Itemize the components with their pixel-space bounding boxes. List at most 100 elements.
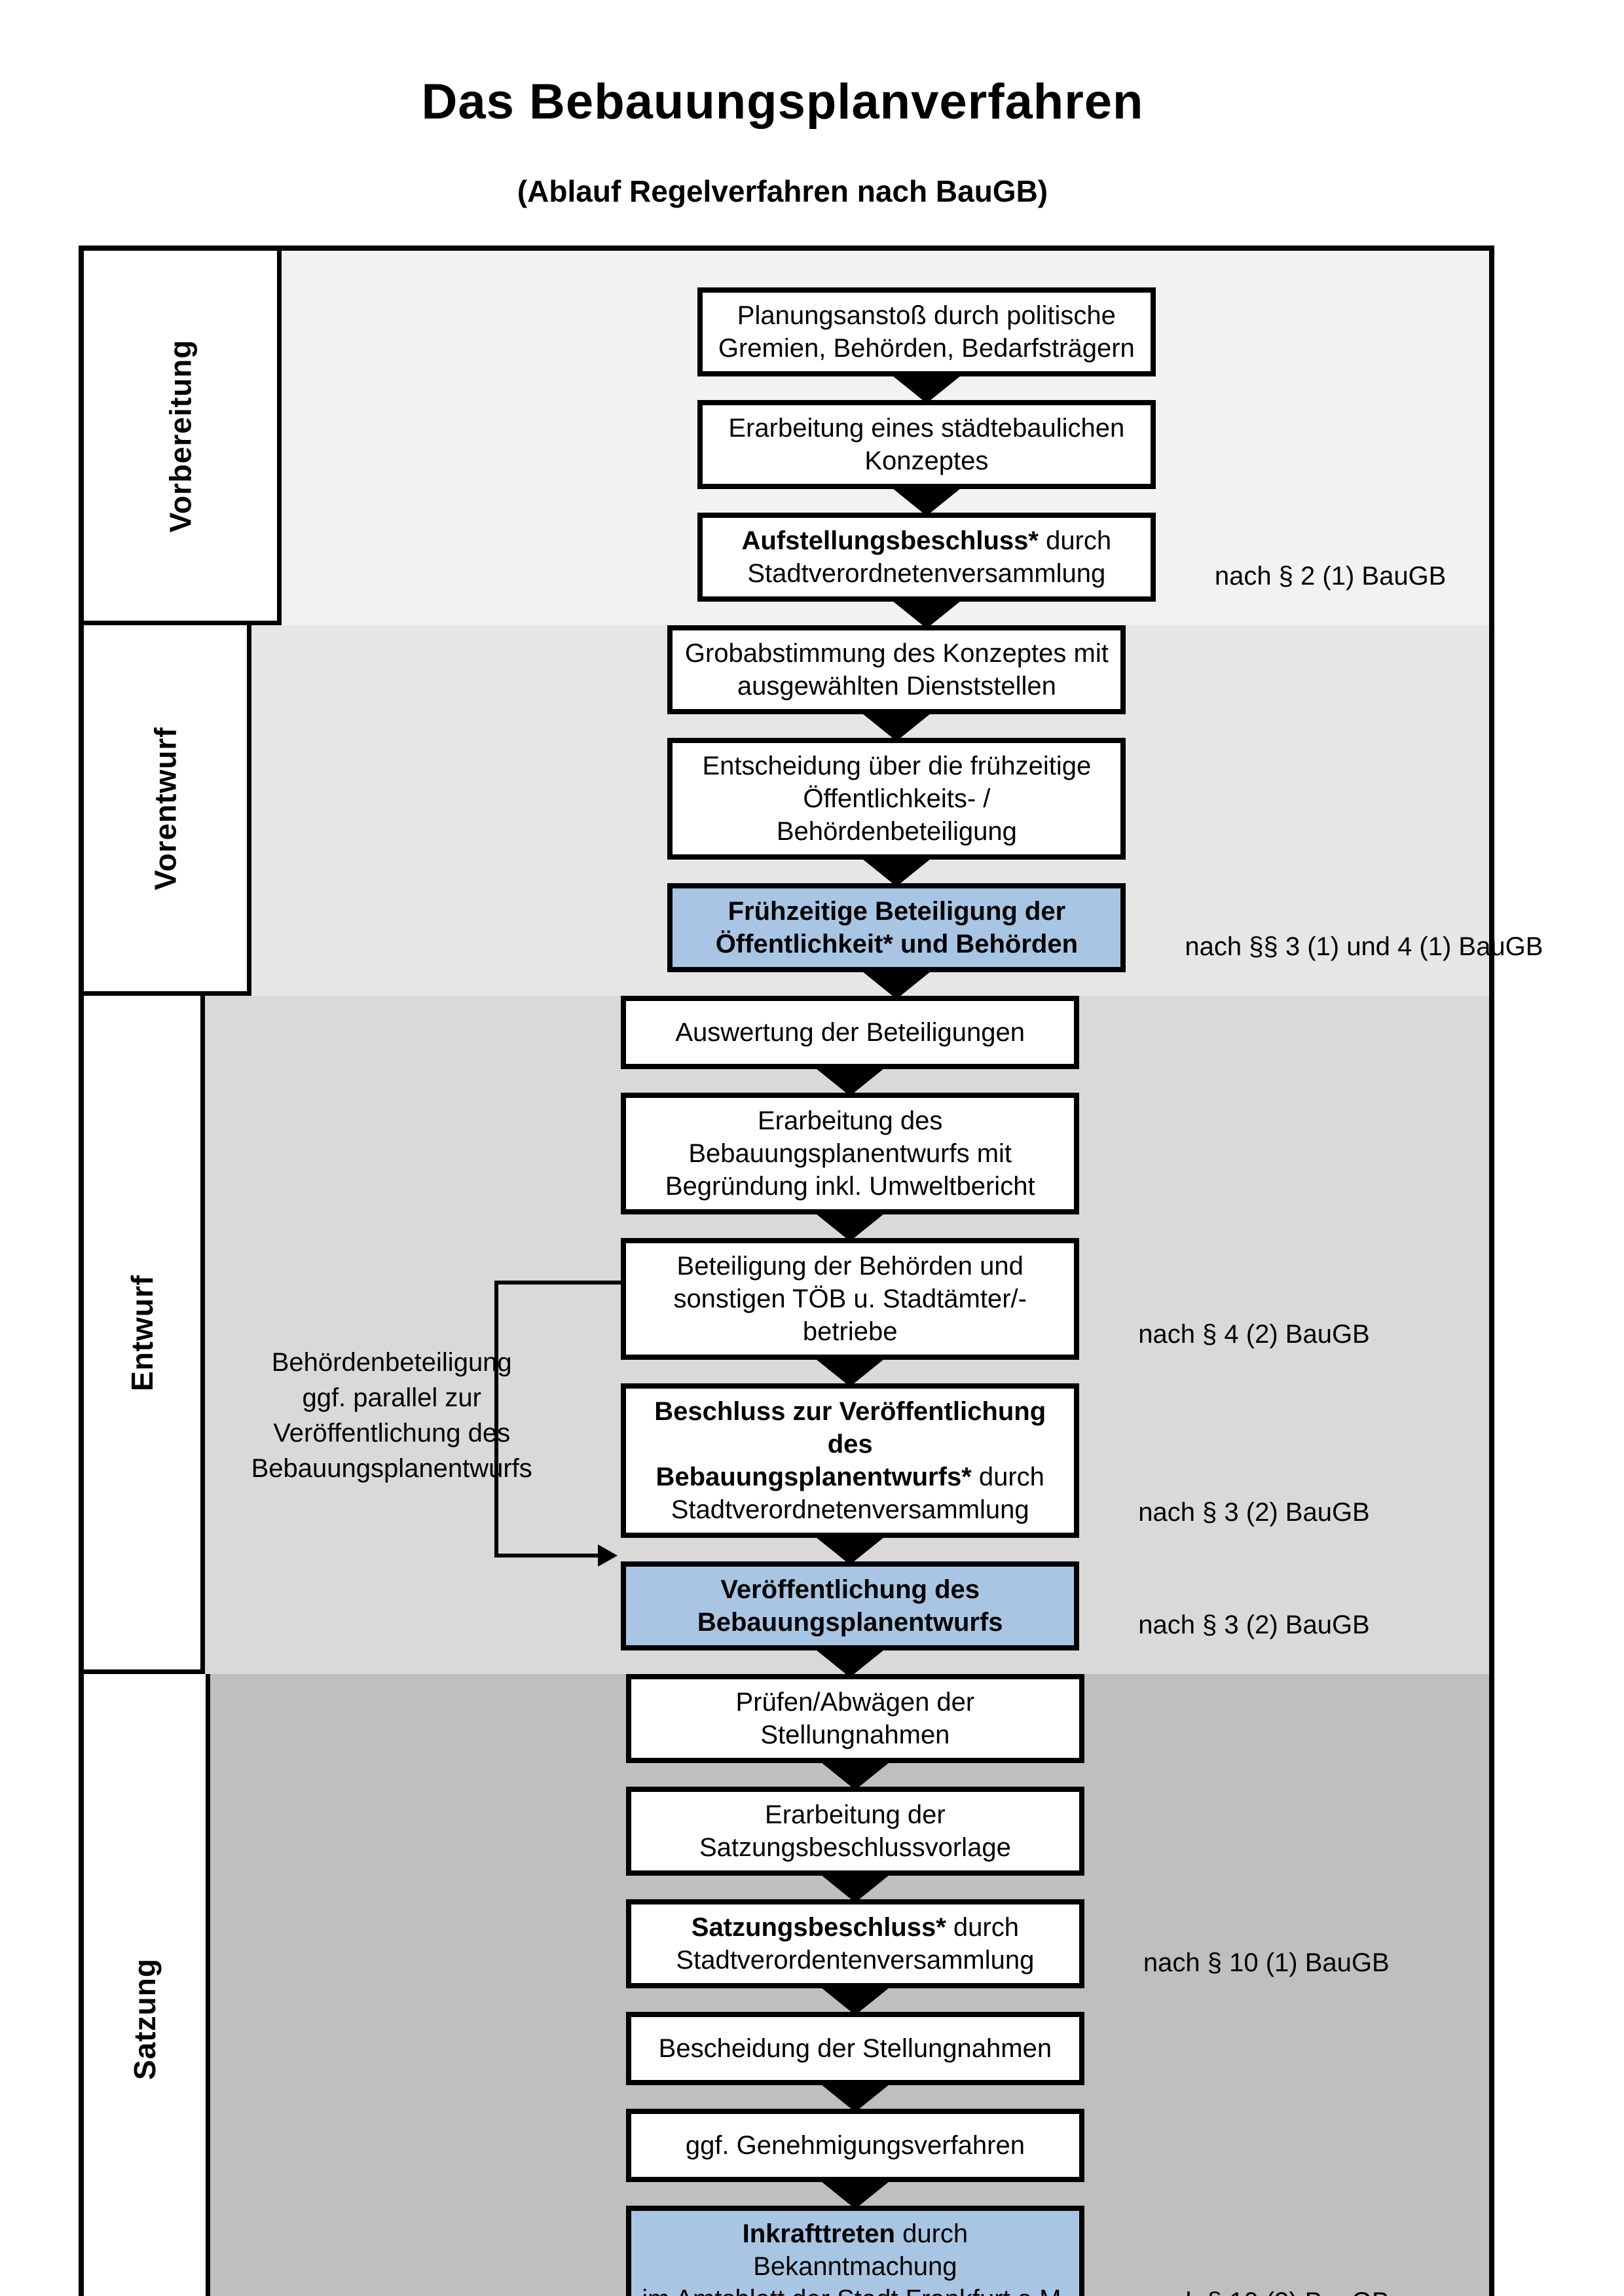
box-text: Beteiligung der Behörden und (676, 1252, 1024, 1281)
box-text-line: ggf. Genehmigungsverfahren (639, 2129, 1071, 2162)
phase-label-cell-vorbereitung: Vorbereitung (84, 251, 282, 625)
box-text: durch (946, 1913, 1019, 1942)
box-text-line: Bebauungsplanentwurfs* durch (634, 1461, 1066, 1493)
box-text-line: Satzungsbeschlussvorlage (639, 1831, 1071, 1864)
box-text: Erarbeitung der (765, 1800, 946, 1829)
phase-row-satzung: Satzung Prüfen/Abwägen der Stellungnahmen… (84, 1674, 1489, 2296)
box-text-bold: Frühzeitige Beteiligung der (728, 897, 1066, 926)
arrow-down-icon (889, 373, 964, 403)
page-title: Das Bebauungsplanverfahren (421, 74, 1144, 130)
box-text-line: Gremien, Behörden, Bedarfsträgern (710, 332, 1143, 365)
box-text-line: Stadtverordnetenversammlung (634, 1493, 1066, 1526)
box-text-bold: Inkrafttreten (742, 2219, 895, 2248)
box-text-line: sonstigen TÖB u. Stadtämter/-betriebe (634, 1283, 1066, 1348)
arrow-down-icon (813, 1647, 888, 1677)
box-text: Gremien, Behörden, Bedarfsträgern (718, 334, 1135, 363)
phase-row-vorentwurf: Vorentwurf Grobabstimmung des Konzeptes m… (84, 625, 1543, 999)
phase-row-vorbereitung: Vorbereitung Planungsanstoß durch politis… (84, 251, 1489, 629)
flow-step-bescheidung-stellungnahmen: Bescheidung der Stellungnahmen (625, 2012, 1084, 2085)
box-text-line: Begründung inkl. Umweltbericht (634, 1170, 1066, 1203)
phase-label-cell-satzung: Satzung (84, 1674, 210, 2296)
box-text-line: Frühzeitige Beteiligung der (680, 895, 1113, 928)
arrow-down-icon (817, 2082, 893, 2112)
box-text-line: Aufstellungsbeschluss* durch (710, 524, 1143, 557)
arrow-down-icon (817, 1872, 893, 1903)
box-text: durch Bekanntmachung (753, 2219, 969, 2281)
box-text-bold: Veröffentlichung des (720, 1575, 980, 1604)
arrow-down-icon (813, 1066, 888, 1096)
connector-line-top (494, 1281, 621, 1285)
arrow-down-icon (813, 1211, 888, 1241)
connector-arrowhead-icon (598, 1544, 618, 1567)
side-note-line: Bebauungsplanentwurfs (251, 1454, 532, 1483)
box-text-line: Satzungsbeschluss* durch (639, 1911, 1071, 1944)
connector-line-vertical (494, 1281, 499, 1558)
arrow-down-icon (889, 486, 964, 516)
side-note-line: Veröffentlichung des (273, 1419, 511, 1448)
flow-step-wrapper: ggf. Genehmigungsverfahren (625, 2109, 1084, 2182)
box-text: Bescheidung der Stellungnahmen (658, 2034, 1052, 2063)
flow-step-wrapper: Bescheidung der Stellungnahmen (625, 2012, 1084, 2085)
flow-step-inkrafttreten: Inkrafttreten durch Bekanntmachungim Amt… (625, 2206, 1084, 2296)
box-text: Öffentlichkeits- / Behördenbeteiligung (776, 784, 1017, 846)
box-text: Planungsanstoß durch politische (737, 301, 1116, 330)
box-text: Konzeptes (864, 446, 989, 475)
box-text-bold: Satzungsbeschluss* (691, 1913, 946, 1942)
arrow-down-icon (813, 1535, 888, 1565)
box-text-line: Grobabstimmung des Konzeptes mit (680, 637, 1113, 670)
arrow-down-icon (813, 1357, 888, 1387)
legal-reference: nach § 3 (2) BauGB (1138, 1498, 1370, 1527)
arrow-down-icon (817, 1760, 893, 1790)
box-text: Erarbeitung des (758, 1106, 943, 1135)
flow-step-genehmigungsverfahren: ggf. Genehmigungsverfahren (625, 2109, 1084, 2182)
phase-label-entwurf: Entwurf (125, 1274, 160, 1391)
box-text-line: Öffentlichkeits- / Behördenbeteiligung (680, 782, 1113, 848)
arrow-down-icon (859, 856, 934, 886)
phase-label-cell-entwurf: Entwurf (84, 996, 206, 1674)
box-text-bold: Aufstellungsbeschluss* (741, 526, 1039, 555)
box-text-line: Stadtverordnetenversammlung (710, 557, 1143, 590)
box-text-bold: Bebauungsplanentwurfs (697, 1608, 1003, 1637)
box-text: ausgewählten Dienststellen (737, 672, 1056, 701)
box-text-line: Konzeptes (710, 445, 1143, 477)
box-text-line: Erarbeitung des (634, 1104, 1066, 1137)
box-text-line: Erarbeitung der (639, 1798, 1071, 1831)
box-text: Stadtverordentenversammlung (676, 1946, 1035, 1975)
box-text-line: Entscheidung über die frühzeitige (680, 750, 1113, 782)
box-text-line: Inkrafttreten durch Bekanntmachung (639, 2217, 1071, 2283)
box-text-line: ausgewählten Dienststellen (680, 670, 1113, 702)
box-text-line: Öffentlichkeit* und Behörden (680, 928, 1113, 960)
box-text-line: Bebauungsplanentwurfs mit (634, 1137, 1066, 1170)
page-subtitle: (Ablauf Regelverfahren nach BauGB) (517, 174, 1048, 208)
box-text-line: Beschluss zur Veröffentlichung des (634, 1395, 1066, 1461)
phase-label-vorbereitung: Vorbereitung (163, 339, 198, 532)
phase-rows: Vorbereitung Planungsanstoß durch politis… (84, 251, 1543, 2296)
legal-reference: nach § 3 (2) BauGB (1138, 1611, 1370, 1639)
box-text: Erarbeitung eines städtebaulichen (728, 414, 1125, 443)
arrow-down-icon (859, 969, 934, 999)
phase-label-satzung: Satzung (127, 1958, 162, 2080)
box-text: sonstigen TÖB u. Stadtämter/-betriebe (673, 1285, 1027, 1346)
side-note-line: ggf. parallel zur (302, 1383, 481, 1412)
phase-label-vorentwurf: Vorentwurf (148, 726, 183, 890)
process-diagram-frame: Vorbereitung Planungsanstoß durch politis… (79, 246, 1543, 2296)
